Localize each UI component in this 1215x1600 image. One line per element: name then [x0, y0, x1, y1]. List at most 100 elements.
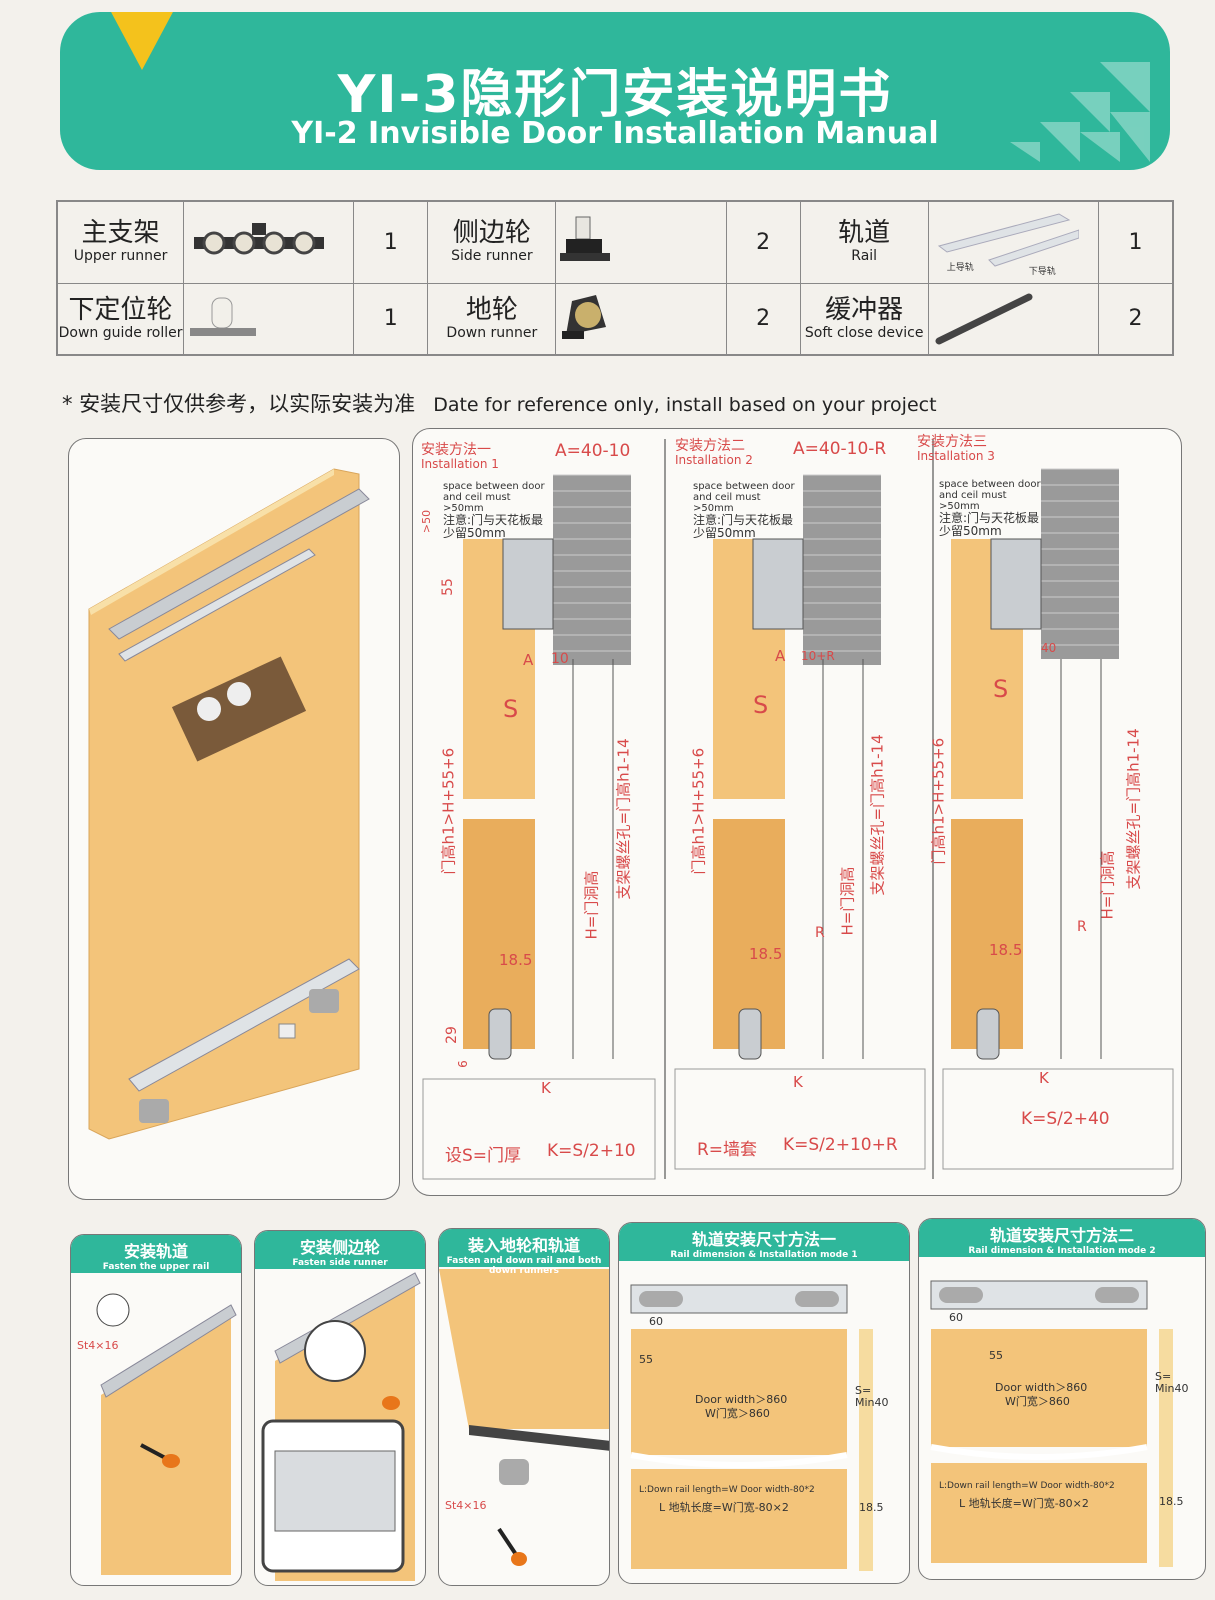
screw-height: 支架螺丝孔=门高h1-14 — [868, 734, 887, 896]
rail-icon: 上导轨 下导轨 — [927, 201, 1099, 284]
rail-dimension-1-diagram — [630, 1284, 873, 1571]
method-2-a-value: A=40-10-R — [793, 439, 887, 459]
dim-s: S — [753, 691, 769, 719]
hole-height: H=门洞高 — [838, 866, 857, 936]
s-min: S=Min40 — [855, 1384, 889, 1410]
down-rail-illustration — [439, 1269, 609, 1566]
dim-k: K — [793, 1073, 803, 1091]
method-2-formula-right: K=S/2+10+R — [783, 1135, 898, 1155]
exploded-door-diagram — [88, 468, 370, 1140]
part-qty: 1 — [353, 282, 429, 356]
brick-wall — [553, 468, 1119, 665]
installation-methods-diagram — [422, 439, 1174, 1180]
door-width-en: Door width＞860 — [995, 1381, 1088, 1394]
title-english: YI-2 Invisible Door Installation Manual — [291, 116, 939, 151]
door-height: 门高h1>H+55+6 — [439, 747, 458, 875]
wall-block — [553, 475, 631, 665]
corner-triangle — [110, 12, 174, 70]
dim-gt50: >50 — [420, 509, 434, 534]
door-height: 门高h1>H+55+6 — [929, 737, 948, 865]
dim-s: S — [993, 675, 1009, 703]
rail-dimension-2-diagram — [930, 1280, 1173, 1567]
wall-block — [803, 475, 881, 665]
wall-block — [1041, 469, 1119, 659]
screw-size: St4×16 — [445, 1499, 487, 1512]
screw-size: St4×16 — [77, 1339, 119, 1352]
header-banner: YI-3隐形门安装说明书 YI-2 Invisible Door Install… — [60, 12, 1170, 170]
dim-r: R — [815, 925, 825, 941]
dim-6: 6 — [455, 1060, 470, 1068]
dim-185: 18.5 — [499, 951, 533, 969]
dim-k: K — [541, 1079, 551, 1097]
down-rail-en: L:Down rail length=W Door width-80*2 — [639, 1485, 815, 1495]
method-2-formula-left: R=墙套 — [697, 1140, 758, 1160]
rail-dim-55: 55 — [989, 1349, 1003, 1362]
hole-height: H=门洞高 — [1098, 850, 1117, 920]
part-qty: 2 — [1097, 282, 1174, 356]
method-3-formula-right: K=S/2+40 — [1021, 1109, 1110, 1129]
soft-close-icon — [927, 282, 1099, 356]
guide-roller — [488, 1008, 512, 1060]
door-width-en: Door width＞860 — [695, 1393, 788, 1406]
title-chinese: YI-3隐形门安装说明书 — [337, 65, 893, 125]
dim-55: 55 — [439, 578, 456, 596]
hole-height: H=门洞高 — [582, 870, 601, 940]
guide-roller — [738, 1008, 762, 1060]
s-min: S=Min40 — [1155, 1370, 1189, 1396]
side-runner-illustration — [261, 1272, 421, 1581]
dim-r: R — [1077, 919, 1087, 935]
side-runner-icon — [555, 201, 727, 284]
rail-dim-60: 60 — [649, 1315, 663, 1328]
method-1-formula-left: 设S=门厚 — [445, 1146, 522, 1166]
part-qty: 1 — [353, 201, 429, 284]
door-width-cn: W门宽＞860 — [1005, 1395, 1070, 1408]
down-rail-cn: L 地轨长度=W门宽-80×2 — [659, 1501, 789, 1514]
method-1-formula-right: K=S/2+10 — [547, 1141, 636, 1161]
upper-bracket — [990, 538, 1042, 630]
rail-dim-55: 55 — [639, 1353, 653, 1366]
door-width-cn: W门宽＞860 — [705, 1407, 770, 1420]
part-qty: 1 — [1097, 201, 1174, 284]
dim-b: 10+R — [801, 649, 835, 663]
upper-bracket — [502, 538, 554, 630]
dim-s: S — [503, 695, 519, 723]
dim-40: 40 — [1041, 641, 1057, 655]
screw-height: 支架螺丝孔=门高h1-14 — [614, 738, 633, 900]
door-sections — [463, 538, 1102, 1060]
dim-a: A — [775, 647, 786, 665]
dim-k: K — [1039, 1069, 1049, 1087]
down-runner-icon — [555, 282, 727, 356]
screw-height: 支架螺丝孔=门高h1-14 — [1124, 728, 1143, 890]
method-1-a-value: A=40-10 — [555, 441, 631, 461]
exploded-view-panel — [68, 438, 400, 1200]
upper-bracket — [752, 538, 804, 630]
upper-runner-icon — [183, 201, 355, 284]
guide-roller — [976, 1008, 1000, 1060]
triangle-pattern — [1010, 62, 1150, 162]
dim-b: 10 — [551, 651, 569, 667]
down-rail-cn: L 地轨长度=W门宽-80×2 — [959, 1497, 1089, 1510]
door-height: 门高h1>H+55+6 — [689, 747, 708, 875]
dim-185: 18.5 — [989, 941, 1023, 959]
rail-dim-185: 18.5 — [859, 1501, 884, 1514]
dim-185: 18.5 — [749, 945, 783, 963]
part-qty: 2 — [725, 282, 801, 356]
